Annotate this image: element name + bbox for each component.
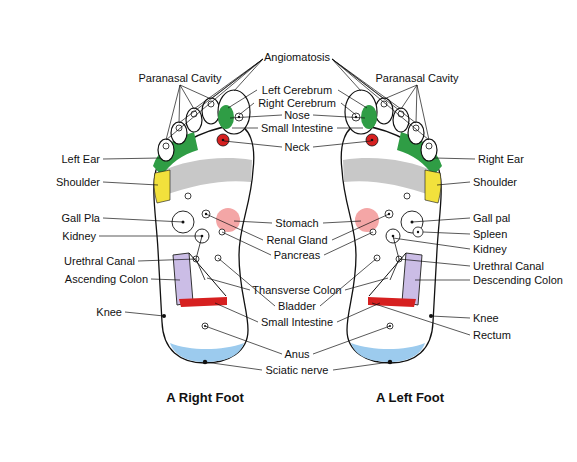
organ-label: Rectum [473,329,511,342]
leader-line [125,312,164,316]
leader-line [437,182,470,185]
foot-caption: A Right Foot [166,390,244,405]
organ-label: Shoulder [473,176,517,189]
organ-label: Nose [284,109,310,122]
leader-line [431,316,470,318]
reflex-dot [417,231,419,233]
leader-line [415,280,470,281]
leader-line [399,259,470,266]
organ-label: Knee [96,306,122,319]
side-leader-lines [99,85,475,335]
leader-line [423,232,470,234]
organ-label: Ascending Colon [65,273,148,286]
organ-label: Urethral Canal [473,260,544,273]
organ-label: Gall pal [473,212,510,225]
leader-line [412,218,470,222]
leader-line [138,259,196,261]
organ-label: Anus [284,348,309,361]
organ-label: Knee [473,312,499,325]
leader-line [151,279,180,280]
leader-line [384,85,429,140]
organ-label: Spleen [473,228,507,241]
organ-label: Paranasal Cavity [375,72,458,85]
leader-line [166,85,211,140]
organ-label: Angiomatosis [264,51,330,64]
leader-line [103,182,158,185]
leader-line [103,158,160,159]
organ-label: Bladder [278,300,316,313]
organ-label: Small Intestine [261,316,333,329]
leader-line [99,236,202,237]
organ-label: Paranasal Cavity [138,72,221,85]
leader-line [372,303,470,335]
organ-label: Left Cerebrum [262,84,332,97]
leader-line [435,158,475,159]
leader-line [103,218,183,222]
leader-line [393,238,470,249]
foot-caption: A Left Foot [376,390,444,405]
organ-label: Shoulder [56,176,100,189]
organ-label: Small Intestine [261,122,333,135]
organ-label: Neck [284,141,309,154]
organ-label: Sciatic nerve [266,364,329,377]
organ-label: Renal Gland [266,234,327,247]
organ-label: Descending Colon [473,274,563,287]
organ-label: Kidney [473,243,507,256]
organ-label: Kidney [62,230,96,243]
organ-label: Pancreas [274,249,320,262]
organ-label: Right Ear [478,153,524,166]
organ-label: Thansverse Colon [252,284,341,297]
organ-label: Right Cerebrum [258,97,336,110]
organ-label: Stomach [275,217,318,230]
organ-label: Left Ear [61,153,100,166]
organ-label: Urethral Canal [64,255,135,268]
reflex-point [413,227,423,237]
organ-label: Gall Pla [61,212,100,225]
